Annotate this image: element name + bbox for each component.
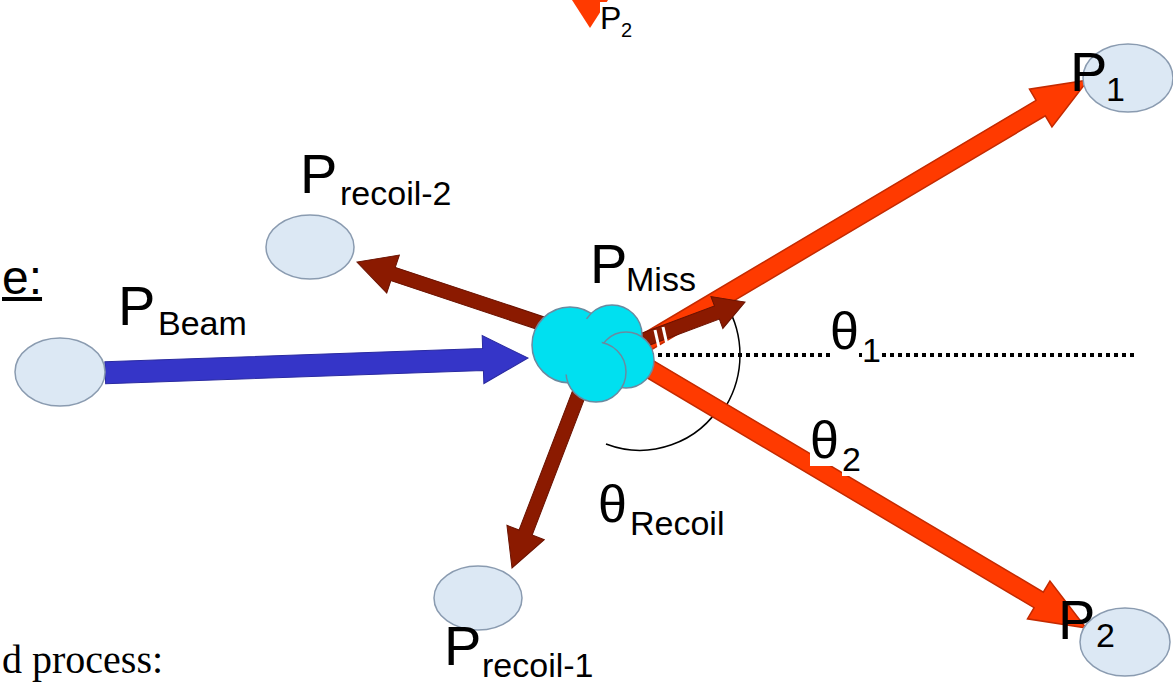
- angle-subscript: 2: [842, 442, 861, 476]
- particle-subscript: 2: [1096, 618, 1115, 652]
- break-mark: [655, 330, 660, 352]
- particle-label: P: [1058, 592, 1095, 648]
- particle-subscript: 1: [1106, 72, 1125, 106]
- angle-label: θ: [830, 305, 859, 357]
- particle-circle: Precoil-2: [265, 214, 355, 280]
- particle-circle: P2: [1079, 607, 1171, 677]
- particle-subscript: recoil-2: [340, 176, 451, 210]
- particle-label: P: [300, 146, 337, 202]
- particle-circle: Precoil-1: [433, 565, 523, 631]
- beam-axis: [650, 353, 1135, 357]
- particle-subscript: Beam: [158, 306, 247, 340]
- particle-subscript: recoil-1: [482, 648, 593, 682]
- particle-label: P: [590, 236, 627, 292]
- nucleus: [532, 305, 654, 402]
- angle-subscript: Recoil: [630, 506, 724, 540]
- angle-subscript: 1: [862, 333, 881, 367]
- proton-arrow: [630, 61, 1100, 364]
- particle-subscript: 2: [621, 20, 632, 40]
- particle-label: P: [1070, 44, 1107, 100]
- particle-label: P: [600, 2, 621, 34]
- particle-label: P: [118, 278, 155, 334]
- angle-label: θ: [598, 478, 627, 530]
- particle-label: P: [444, 618, 481, 674]
- particle-circle: PBeam: [14, 337, 106, 407]
- particle-subscript: Miss: [626, 262, 696, 296]
- particle-outline: [265, 214, 357, 282]
- cut-text: e:: [2, 254, 42, 302]
- particle-circle: P1: [1082, 43, 1173, 113]
- angle-label: θ: [810, 414, 839, 466]
- particle-outline: [14, 337, 108, 409]
- proton-arrow: [628, 344, 1098, 647]
- break-mark: [663, 327, 668, 349]
- cut-text: d process:: [2, 640, 163, 680]
- beam-arrow: [104, 334, 528, 397]
